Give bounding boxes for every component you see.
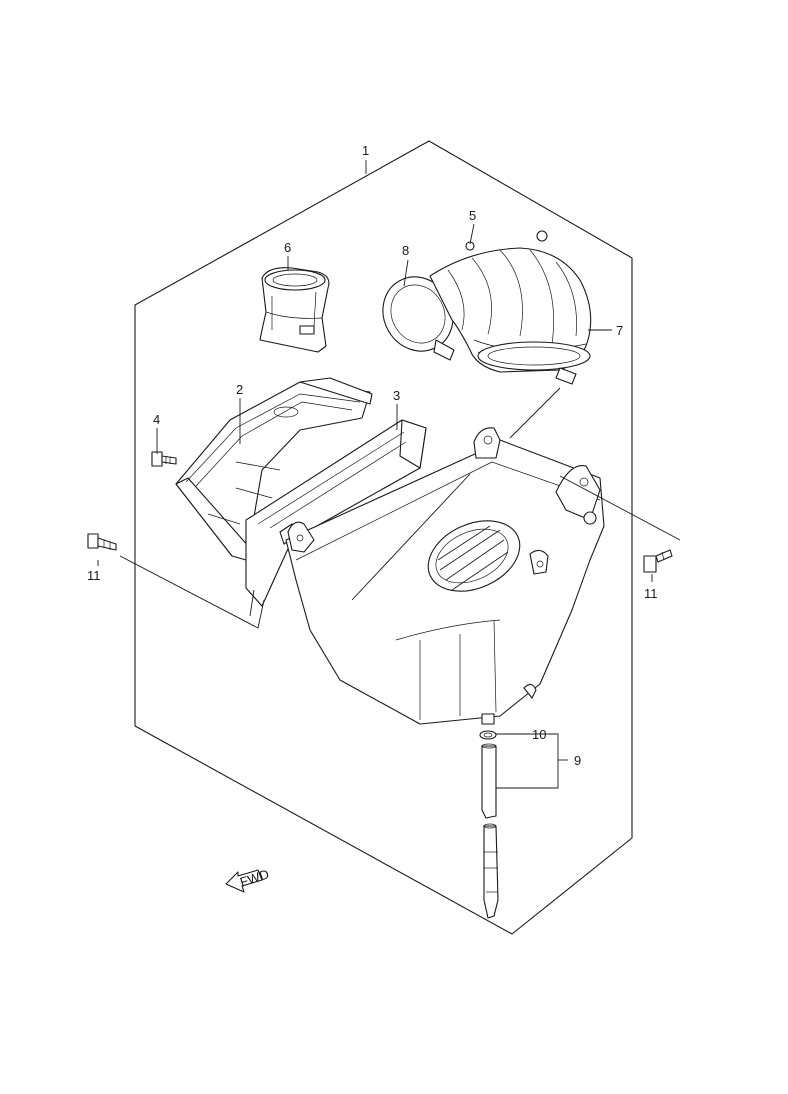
fwd-label: FWD xyxy=(238,866,271,889)
callout-10: 10 xyxy=(532,727,546,742)
callout-2: 2 xyxy=(236,382,243,397)
callout-9: 9 xyxy=(574,753,581,768)
screw-part-11-right xyxy=(643,549,673,573)
screw-part-11-left xyxy=(87,533,117,551)
callout-5: 5 xyxy=(469,208,476,223)
callout-11-right: 11 xyxy=(644,586,658,601)
callout-6: 6 xyxy=(284,240,291,255)
callout-7: 7 xyxy=(616,323,623,338)
air-cleaner-case xyxy=(285,427,605,725)
screw-part-4 xyxy=(151,451,177,467)
assembly-frame xyxy=(134,140,633,935)
drain-plug-part-10 xyxy=(479,713,497,740)
callout-4: 4 xyxy=(153,412,160,427)
callout-8: 8 xyxy=(402,243,409,258)
air-cleaner-cap-part-2 xyxy=(175,377,373,561)
callout-1: 1 xyxy=(362,143,369,158)
fwd-arrow-icon: FWD xyxy=(225,866,271,893)
intake-duct-part-6 xyxy=(259,267,330,353)
callout-3: 3 xyxy=(393,388,400,403)
callout-11-left: 11 xyxy=(87,568,101,583)
leader-lines xyxy=(97,160,681,789)
callout-labels: 1 2 3 4 5 6 7 8 9 10 11 11 xyxy=(87,143,658,768)
drain-hose-part-9 xyxy=(481,743,499,919)
intake-boot-part-7 xyxy=(382,230,592,385)
